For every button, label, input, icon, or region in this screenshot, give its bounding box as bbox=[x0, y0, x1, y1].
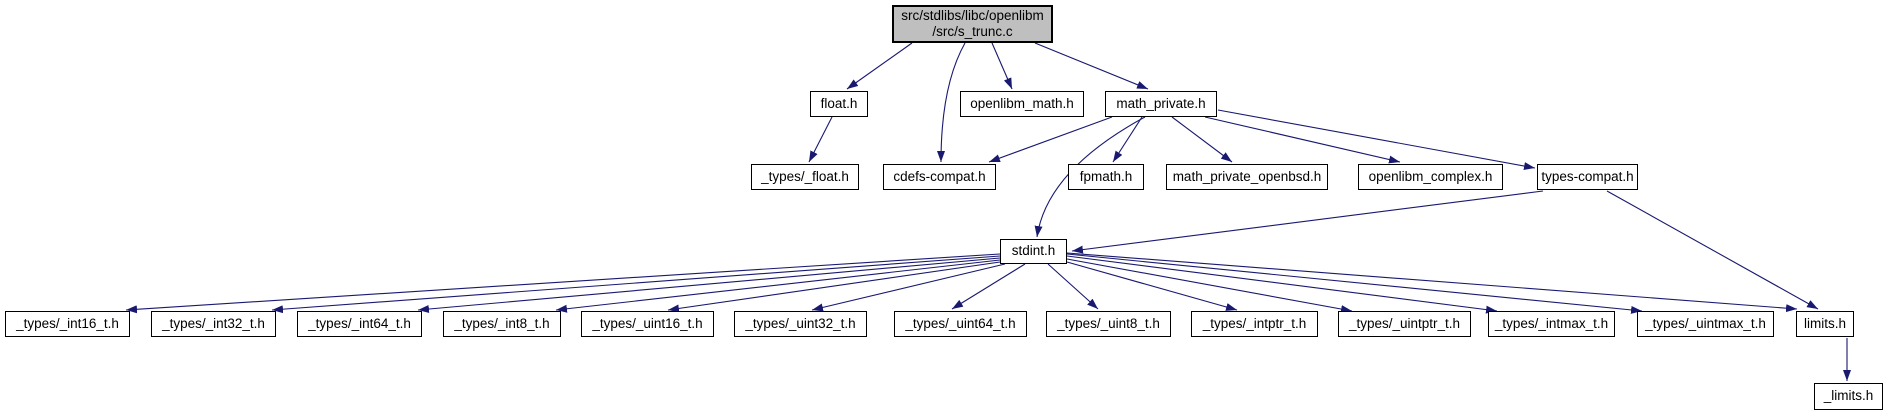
edge-math-private-stdint bbox=[1034, 116, 1146, 238]
edge-root-cdefs-compat bbox=[937, 42, 966, 163]
node-label: math_private.h bbox=[1116, 95, 1206, 111]
node-s-trunc-c[interactable]: src/stdlibs/libc/openlibm /src/s_trunc.c bbox=[892, 5, 1053, 43]
node-types-int32-t-h[interactable]: _types/_int32_t.h bbox=[151, 311, 276, 337]
node-types-uintptr-t-h[interactable]: _types/_uintptr_t.h bbox=[1338, 311, 1471, 337]
edge-root-float bbox=[846, 42, 913, 90]
node-label: _types/_int64_t.h bbox=[308, 315, 411, 331]
node-math-private-openbsd-h[interactable]: math_private_openbsd.h bbox=[1166, 164, 1328, 190]
node-label: openlibm_math.h bbox=[970, 95, 1074, 111]
edge-stdint-uint16 bbox=[667, 261, 1001, 313]
node-label: _types/_int8_t.h bbox=[454, 315, 550, 331]
edge-stdint-uintptr bbox=[1066, 258, 1353, 313]
node-label: _types/_intmax_t.h bbox=[1494, 315, 1609, 331]
edge-float-types-float bbox=[808, 116, 833, 163]
node-float-h[interactable]: float.h bbox=[810, 91, 868, 117]
node-label: types-compat.h bbox=[1541, 168, 1634, 184]
node-label: stdint.h bbox=[1011, 243, 1056, 259]
node-label: openlibm_complex.h bbox=[1368, 168, 1493, 184]
node-types-int64-t-h[interactable]: _types/_int64_t.h bbox=[297, 311, 422, 337]
node-label: _limits.h bbox=[1823, 388, 1874, 404]
edge-root-math-private bbox=[1034, 42, 1149, 90]
node-label: _types/_uintmax_t.h bbox=[1645, 315, 1766, 331]
edge-stdint-int16 bbox=[125, 253, 1001, 314]
node-label: _types/_uintptr_t.h bbox=[1348, 315, 1461, 331]
edge-math-private-complex bbox=[1204, 116, 1401, 164]
edge-math-private-fpmath bbox=[1112, 116, 1143, 163]
node-types-uintmax-t-h[interactable]: _types/_uintmax_t.h bbox=[1637, 311, 1774, 337]
edge-stdint-limits bbox=[1066, 252, 1798, 313]
node-label: fpmath.h bbox=[1079, 168, 1133, 184]
node-types-uint16-t-h[interactable]: _types/_uint16_t.h bbox=[581, 311, 714, 337]
node-label: _types/_uint32_t.h bbox=[745, 315, 856, 331]
edge-stdint-intmax bbox=[1066, 255, 1498, 314]
node-label: cdefs-compat.h bbox=[893, 168, 986, 184]
node-label: _types/_uint64_t.h bbox=[905, 315, 1016, 331]
node-math-private-h[interactable]: math_private.h bbox=[1105, 91, 1217, 117]
node-label: limits.h bbox=[1803, 315, 1846, 331]
edge-stdint-int32 bbox=[271, 255, 1001, 314]
node-cdefs-compat-h[interactable]: cdefs-compat.h bbox=[883, 164, 996, 190]
node-types-float-h[interactable]: _types/_float.h bbox=[751, 164, 859, 190]
node-fpmath-h[interactable]: fpmath.h bbox=[1068, 164, 1144, 190]
edge-types-compat-limits bbox=[1606, 190, 1819, 310]
node-label: float.h bbox=[820, 95, 858, 111]
node-types-uint8-t-h[interactable]: _types/_uint8_t.h bbox=[1046, 311, 1171, 337]
node-types-int16-t-h[interactable]: _types/_int16_t.h bbox=[5, 311, 130, 337]
edge-stdint-int64 bbox=[417, 257, 1001, 314]
edge-stdint-uint32 bbox=[811, 263, 1006, 312]
edge-stdint-uint64 bbox=[951, 263, 1026, 310]
node-label: _types/_int16_t.h bbox=[16, 315, 119, 331]
edge-stdint-uintmax bbox=[1066, 253, 1643, 314]
node-types-intmax-t-h[interactable]: _types/_intmax_t.h bbox=[1488, 311, 1615, 337]
edge-root-openlibm-math bbox=[991, 42, 1013, 90]
edge-math-private-cdefs-compat bbox=[988, 116, 1113, 163]
node-label: _types/_uint8_t.h bbox=[1057, 315, 1160, 331]
node-label: _types/_uint16_t.h bbox=[592, 315, 703, 331]
edge-math-private-types-compat bbox=[1217, 109, 1536, 170]
edge-stdint-uint8 bbox=[1047, 263, 1099, 310]
node-types-compat-h[interactable]: types-compat.h bbox=[1537, 164, 1638, 190]
edge-types-compat-stdint bbox=[1071, 190, 1544, 254]
node-types-intptr-t-h[interactable]: _types/_intptr_t.h bbox=[1191, 311, 1318, 337]
node-limits-h[interactable]: limits.h bbox=[1796, 311, 1854, 337]
edge-stdint-int8 bbox=[555, 259, 1001, 313]
edge-math-private-openbsd bbox=[1171, 116, 1233, 163]
node-label: _types/_float.h bbox=[761, 168, 849, 184]
node-openlibm-math-h[interactable]: openlibm_math.h bbox=[960, 91, 1084, 117]
node-label: _types/_intptr_t.h bbox=[1202, 315, 1307, 331]
node-label: _types/_int32_t.h bbox=[162, 315, 265, 331]
node-openlibm-complex-h[interactable]: openlibm_complex.h bbox=[1358, 164, 1503, 190]
node-types-uint64-t-h[interactable]: _types/_uint64_t.h bbox=[894, 311, 1027, 337]
node-label: src/stdlibs/libc/openlibm /src/s_trunc.c bbox=[901, 7, 1044, 39]
node-types-int8-t-h[interactable]: _types/_int8_t.h bbox=[443, 311, 561, 337]
node-types-uint32-t-h[interactable]: _types/_uint32_t.h bbox=[734, 311, 867, 337]
edge-stdint-intptr bbox=[1066, 261, 1238, 311]
node-label: math_private_openbsd.h bbox=[1172, 168, 1322, 184]
node-stdint-h[interactable]: stdint.h bbox=[1000, 239, 1067, 264]
node-ulimits-h[interactable]: _limits.h bbox=[1814, 383, 1883, 410]
